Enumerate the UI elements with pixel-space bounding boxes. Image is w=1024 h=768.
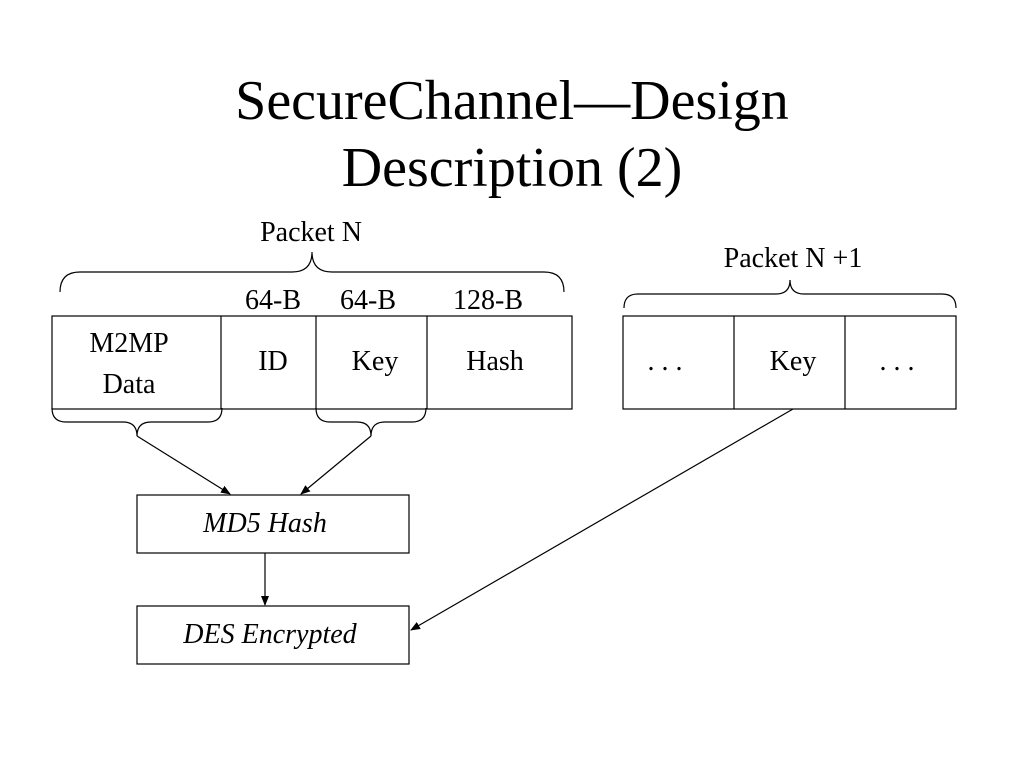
des-encrypted-label: DES Encrypted <box>182 619 357 650</box>
field-key: Key <box>352 346 399 377</box>
field-m2mp-line1: M2MP <box>89 328 168 359</box>
packet-n1-box <box>622 315 957 410</box>
field-hash: Hash <box>466 346 524 377</box>
md5-hash-box <box>136 494 410 554</box>
m2mp-lower-brace <box>51 407 223 437</box>
slide-title: SecureChannel—Design Description (2) <box>0 68 1024 202</box>
arrow-next-key-to-des <box>410 408 794 631</box>
md5-hash-label: MD5 Hash <box>202 508 327 539</box>
title-line-2: Description (2) <box>341 137 683 200</box>
key-lower-brace <box>315 407 427 437</box>
size-label-hash: 128-B <box>453 285 523 316</box>
field-id: ID <box>258 346 288 377</box>
packet-n-label: Packet N <box>260 217 362 248</box>
packet-n1-label: Packet N +1 <box>724 243 863 274</box>
packet-n1-field-ellipsis-right: . . . <box>880 346 915 377</box>
packet-n1-brace <box>623 279 957 309</box>
size-label-key: 64-B <box>340 285 396 316</box>
packet-n1-field-ellipsis-left: . . . <box>648 346 683 377</box>
size-label-id: 64-B <box>245 285 301 316</box>
field-m2mp-line2: Data <box>103 369 156 400</box>
des-encrypted-box <box>136 605 410 665</box>
arrow-m2mp-to-md5 <box>136 435 231 495</box>
title-line-1: SecureChannel—Design <box>235 70 789 132</box>
packet-n1-field-key: Key <box>770 346 817 377</box>
packet-n-brace <box>59 251 565 293</box>
arrow-key-to-md5 <box>300 435 372 495</box>
packet-n-box <box>51 315 573 410</box>
